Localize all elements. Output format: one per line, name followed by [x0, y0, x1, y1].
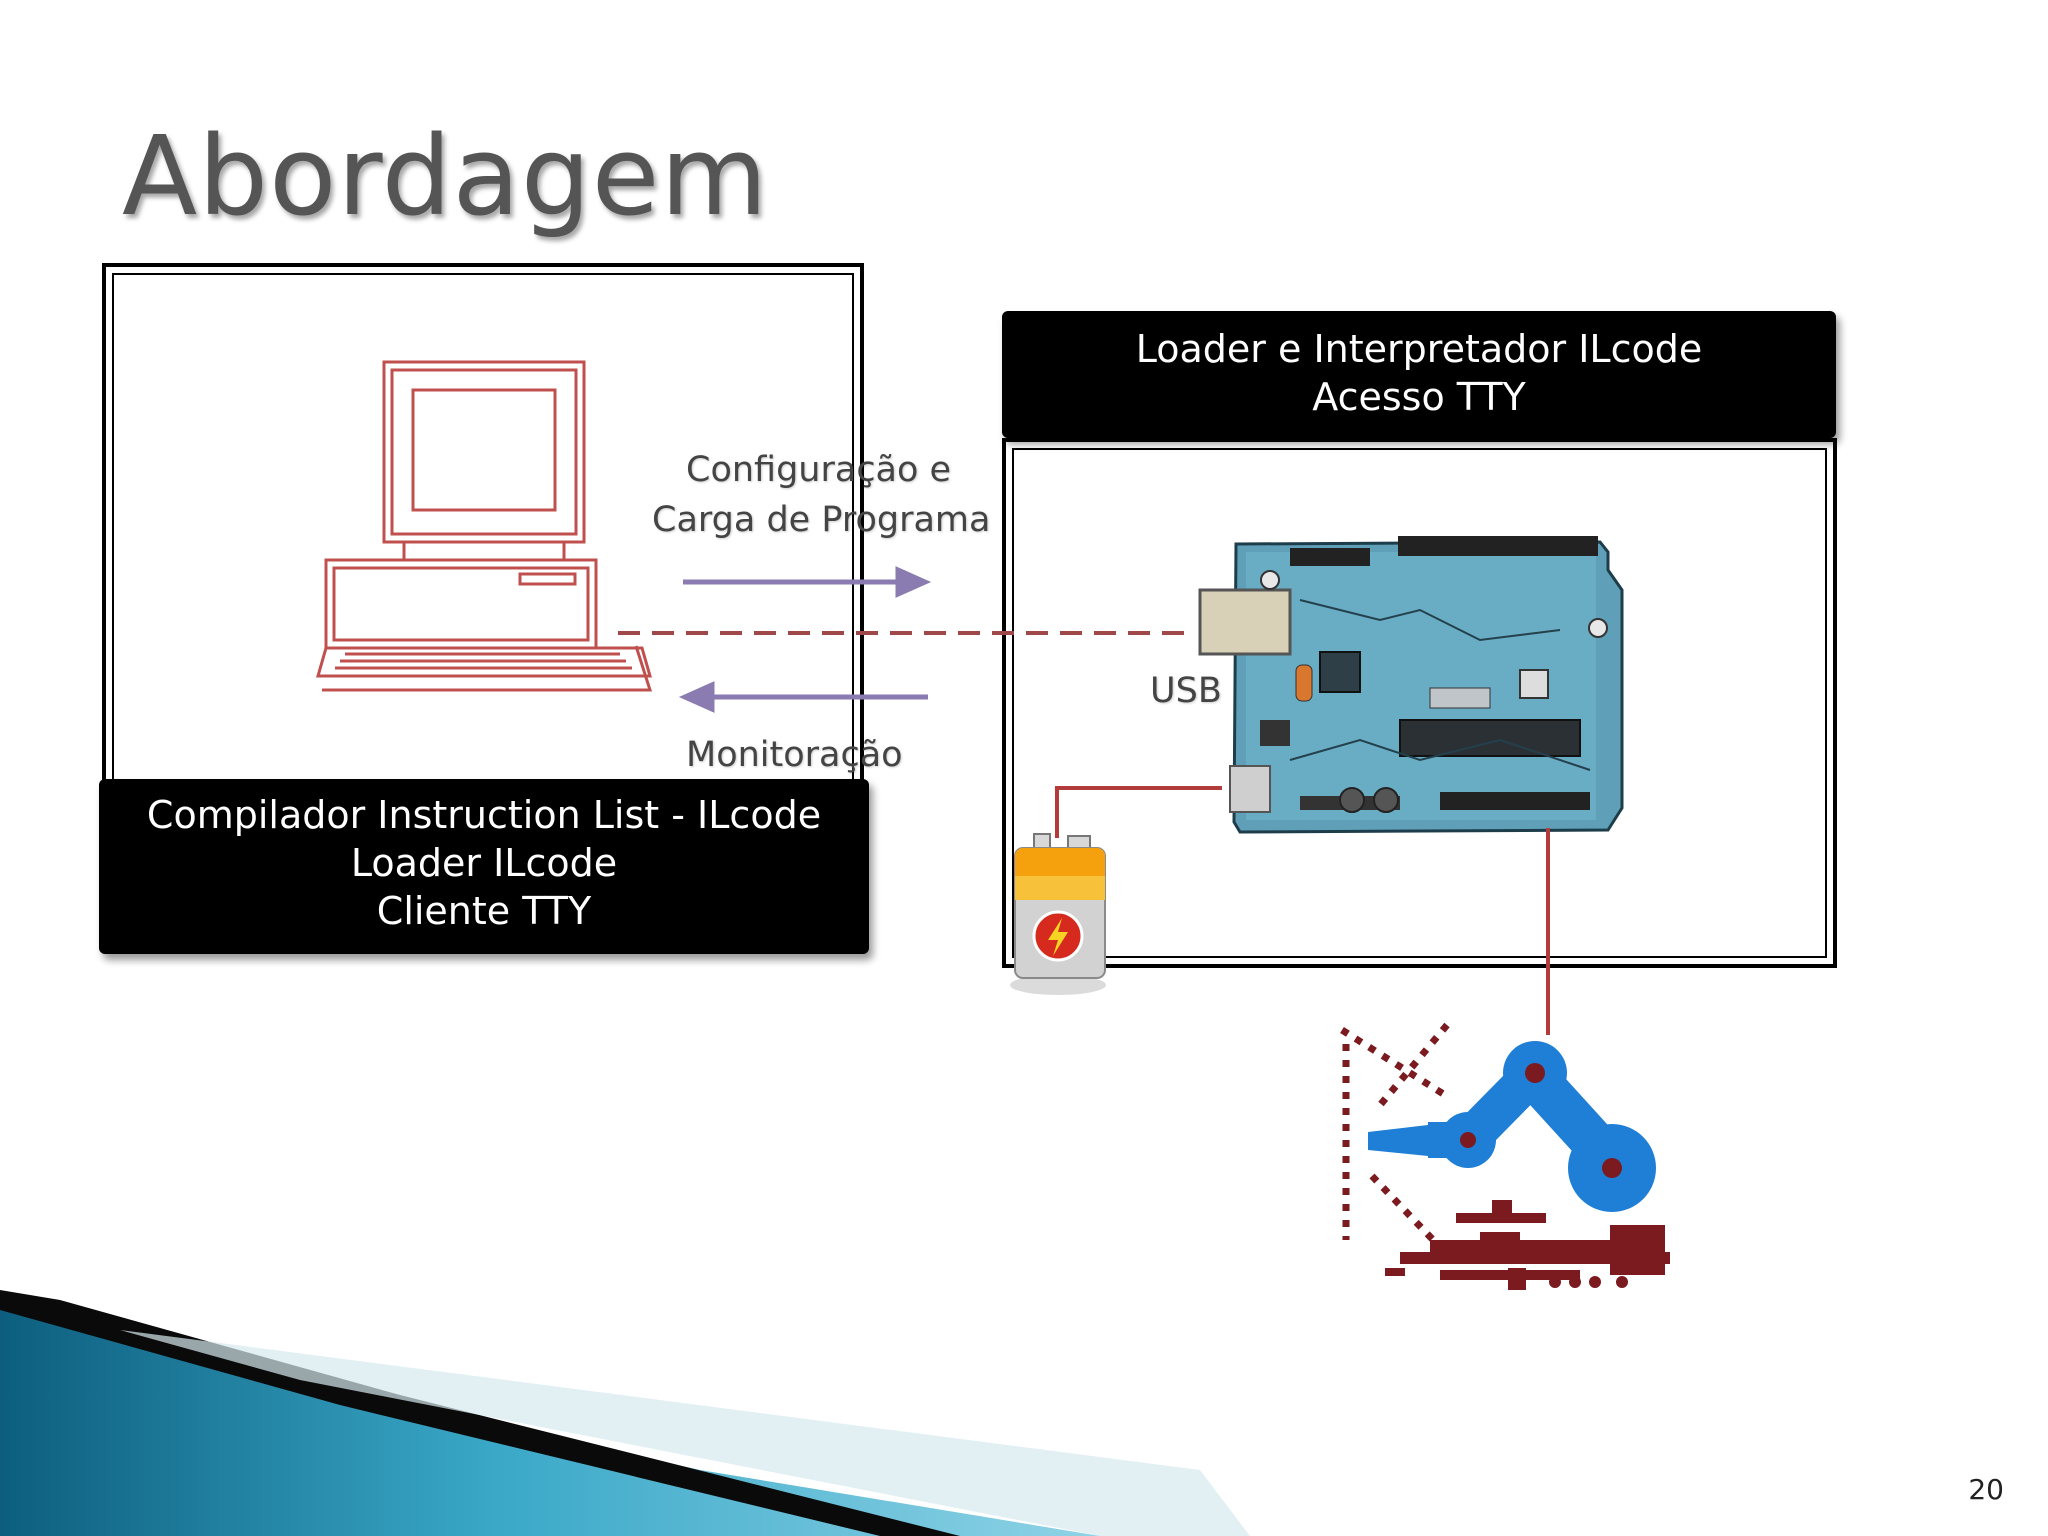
interpreter-label-box: Loader e Interpretador ILcode Acesso TTY [1002, 311, 1836, 438]
slide-title: Abordagem [122, 112, 769, 240]
interpreter-label-line-1: Loader e Interpretador ILcode [1135, 327, 1703, 371]
monitor-label: Monitoração [686, 735, 903, 775]
computer-icon [316, 360, 653, 692]
battery-icon [1010, 833, 1106, 995]
compiler-label-box: Compilador Instruction List - ILcode Loa… [99, 779, 869, 954]
arduino-board-image [1198, 536, 1624, 834]
compiler-label-line-3: Cliente TTY [376, 889, 592, 933]
config-label-line2: Carga de Programa [652, 500, 991, 540]
compiler-label-line-1: Compilador Instruction List - ILcode [146, 793, 822, 837]
arduino-panel [1002, 438, 1837, 968]
battery-wire [1055, 786, 1222, 838]
config-label-line1: Configuração e [686, 450, 952, 490]
page-number: 20 [1968, 1473, 2004, 1506]
upload-arrow [683, 566, 932, 598]
compiler-label-line-2: Loader ILcode [350, 841, 618, 885]
usb-label: USB [1150, 671, 1222, 711]
robot-arm-icon [1340, 1022, 1670, 1290]
interpreter-label-line-2: Acesso TTY [1312, 375, 1526, 419]
monitor-arrow [678, 681, 928, 713]
